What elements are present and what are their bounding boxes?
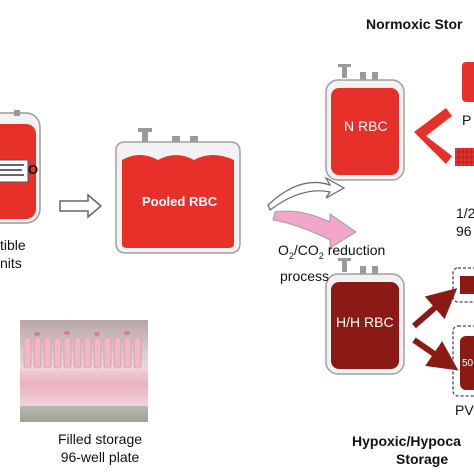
hypoxic-arrow-down: [412, 337, 459, 371]
donor-caption-line2: nits: [0, 255, 22, 271]
pooled-rbc-label: Pooled RBC: [142, 194, 218, 209]
donor-bag: [0, 110, 41, 224]
donor-bag-label-glyph: O: [28, 162, 39, 177]
donor-caption: tible nits: [0, 236, 60, 272]
normoxic-chevron: [414, 108, 452, 164]
photo-caption-line2: 96-well plate: [60, 449, 140, 465]
process-co: /CO: [293, 242, 319, 258]
process-o: O: [278, 242, 289, 258]
hypoxic-plate-box: [452, 267, 474, 303]
well-plate-photo: [20, 320, 148, 422]
well-plate-wells: [23, 331, 142, 369]
process-sub1: 2: [288, 250, 294, 261]
normoxic-bag-output: [462, 62, 474, 102]
process-line1: O2/CO2 reduction: [278, 240, 385, 266]
hypoxic-bag-label: 50: [462, 358, 474, 369]
donor-caption-line1: tible: [0, 237, 26, 253]
process-line2: process: [280, 267, 330, 284]
process-label: O2/CO2 reduction process: [278, 240, 385, 286]
process-sub2: 2: [318, 250, 324, 261]
n-rbc-label: N RBC: [344, 118, 388, 134]
plate-grid: [455, 148, 474, 166]
photo-caption-line1: Filled storage: [57, 431, 143, 447]
hh-rbc-label: H/H RBC: [336, 314, 394, 330]
hypoxic-title-line1: Hypoxic/Hypoca: [352, 433, 461, 449]
hypoxic-arrow-up: [412, 288, 458, 329]
curved-arrow-up: [267, 176, 346, 211]
hypoxic-storage-title: Hypoxic/Hypoca Storage: [352, 432, 461, 468]
well-plate-base: [20, 406, 148, 422]
pooled-bag: [115, 128, 241, 254]
hypoxic-bag-box: [452, 325, 474, 397]
normoxic-output-bottom-label: 1/2 96: [456, 204, 474, 240]
normoxic-output-top-label: P: [462, 112, 472, 128]
photo-caption: Filled storage 96-well plate: [20, 430, 180, 466]
normoxic-output-bottom-line2: 96: [456, 223, 472, 239]
hypoxic-output-bottom-label: PV: [455, 402, 474, 418]
normoxic-storage-title: Normoxic Stor: [366, 16, 463, 32]
process-reduction: reduction: [323, 242, 386, 258]
well-plate-liquid: [20, 370, 148, 406]
hollow-arrow: [59, 193, 103, 219]
n-rbc-bag: [325, 64, 405, 181]
pink-arrow: [272, 210, 357, 249]
hypoxic-title-line2: Storage: [396, 451, 449, 467]
normoxic-output-bottom-line1: 1/2: [456, 205, 474, 221]
hh-rbc-bag: [325, 258, 405, 375]
